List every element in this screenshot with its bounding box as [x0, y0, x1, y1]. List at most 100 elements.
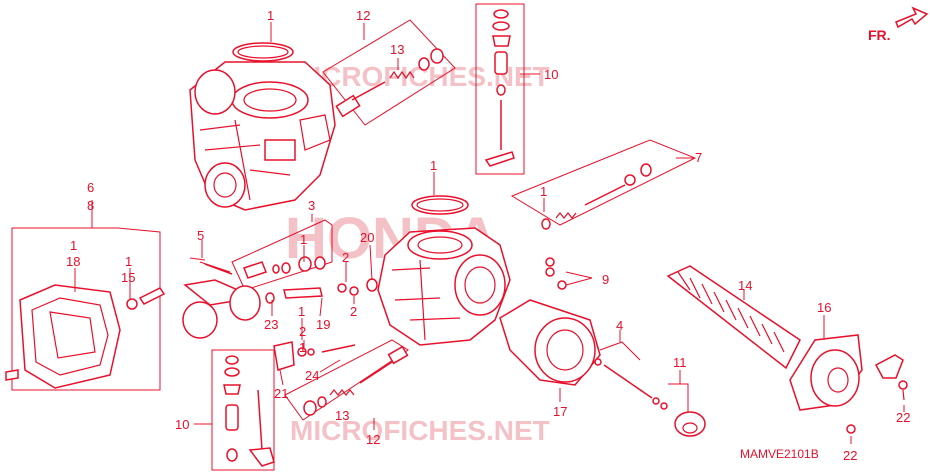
callout-22-bottom: 22 [843, 448, 857, 463]
jet-assembly-upper [322, 19, 456, 126]
needle-washer-top [496, 84, 506, 96]
pilot-screw-frame [510, 139, 697, 226]
part-20 [366, 278, 378, 292]
insulator-17 [499, 299, 601, 386]
jet-washer-lower [317, 396, 327, 408]
front-direction-arrow: FR. [868, 6, 929, 43]
callout-10-top: 10 [544, 67, 558, 82]
carburetor-assembly-upper [189, 42, 336, 211]
callout-2-right: 2 [350, 304, 357, 319]
intake-port-lower-inner [464, 266, 496, 304]
pump-body-small [243, 261, 267, 279]
callout-1-screw: 1 [125, 254, 132, 269]
cap-upper [430, 48, 444, 64]
pump-nut [298, 256, 312, 272]
carburetor-side-chamber [194, 69, 236, 115]
needle-clip-b2 [224, 367, 240, 377]
jet-needle-frame-top [475, 3, 525, 175]
screw-9-leaders [565, 271, 593, 286]
o-ring-upper-inner [237, 45, 289, 59]
float-pin-leader [189, 257, 231, 273]
front-direction-label: FR. [868, 27, 891, 43]
carburetor-lower-flange [407, 230, 473, 260]
intake-hose-14 [666, 265, 801, 370]
jet-needle-bottom [257, 389, 263, 451]
jet-holder-upper [335, 94, 361, 118]
needle-holder-bottom [223, 384, 241, 395]
part-2c [297, 347, 307, 357]
pump-cap [314, 256, 326, 270]
screw-set-9 [545, 257, 593, 290]
pilot-cap [640, 163, 652, 177]
callout-9: 9 [602, 272, 609, 287]
part-2b [349, 286, 359, 296]
carburetor-lower-bore [417, 236, 463, 254]
jet-cap-lower [303, 400, 317, 416]
needle-jet-lower [359, 361, 393, 384]
callout-11: 11 [673, 355, 687, 370]
callout-14: 14 [738, 278, 752, 293]
spring-lower [329, 389, 355, 396]
callout-12-lower: 12 [366, 432, 380, 447]
pilot-screw [584, 184, 626, 206]
needle-washer-bottom [226, 448, 238, 462]
part-1c [307, 348, 315, 356]
needle-piston-top [494, 51, 508, 75]
airbox-screw-15 [138, 287, 166, 305]
airbox-cover-assembly [5, 227, 166, 391]
callout-22-right: 22 [896, 410, 910, 425]
float-chamber-upper-inner [213, 172, 237, 198]
callout-1-pump: 1 [300, 232, 307, 247]
jet-bracket-lower [284, 339, 409, 421]
cable-rod [603, 364, 653, 399]
bolt-22-bottom [846, 424, 856, 434]
needle-holder-top [492, 35, 511, 47]
choke-knob-11 [668, 383, 706, 437]
carburetor-upper-details [199, 119, 291, 201]
callout-18: 18 [66, 254, 80, 269]
callout-2-mid: 2 [299, 324, 306, 339]
screw-9b [545, 267, 555, 277]
needle-clip-b1 [225, 355, 239, 365]
jet-needle-set-top [475, 3, 525, 175]
filter-cap-face [810, 349, 860, 407]
float-left [182, 301, 218, 339]
airbox-bolt [5, 369, 19, 381]
bolt-22-right [898, 380, 908, 390]
pump-parts-frame [231, 219, 333, 291]
bracket-bolts-22 [846, 354, 908, 434]
pump-o-ring [272, 264, 280, 274]
spring-upper [389, 70, 415, 80]
callout-13-upper: 13 [390, 42, 404, 57]
callout-3: 3 [308, 198, 315, 213]
linkage-block-upper [264, 139, 296, 161]
callout-2-upper: 2 [342, 250, 349, 265]
washer-upper [418, 57, 430, 71]
screw-9a [545, 257, 555, 267]
jet-needle-set-bottom [211, 349, 275, 471]
intake-hose-ribs [677, 271, 785, 353]
screw-9c [557, 280, 567, 290]
callout-4: 4 [616, 318, 623, 333]
callout-8: 8 [87, 198, 94, 213]
callout-6: 6 [87, 180, 94, 195]
float-chamber-upper [204, 162, 246, 208]
callout-1-lowmid: 1 [299, 340, 306, 355]
callout-23: 23 [264, 317, 278, 332]
needle-clip-1 [493, 9, 509, 19]
cable-leader [599, 341, 641, 361]
pilot-screw-set [510, 139, 697, 230]
float-pin [204, 263, 233, 275]
bolt-22-right-shank [902, 389, 905, 401]
carburetor-top-bore [243, 88, 297, 112]
needle-piston-bottom [225, 404, 239, 431]
needle-clip-2 [492, 21, 510, 31]
needle-jet-upper [351, 81, 386, 101]
part-24-screw [321, 344, 356, 353]
cable-end [594, 358, 602, 366]
airbox-o-ring [126, 298, 138, 310]
watermark-bottom: MICROFICHES.NET [290, 415, 550, 446]
jet-holder-lower [387, 345, 409, 365]
callout-21: 21 [274, 386, 288, 401]
callout-19: 19 [316, 317, 330, 332]
